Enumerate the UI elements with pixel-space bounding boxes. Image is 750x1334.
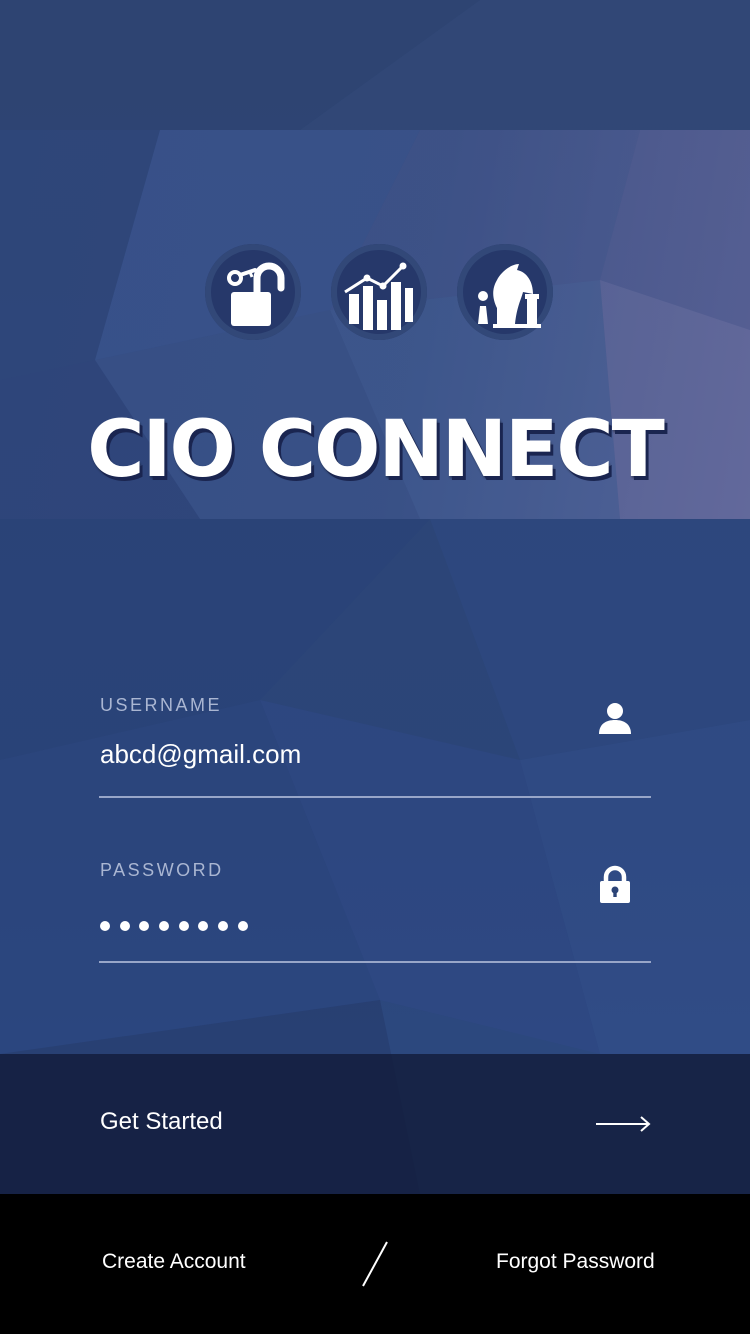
username-input[interactable]: abcd@gmail.com [100, 739, 302, 769]
password-underline [99, 961, 651, 963]
chess-pieces-icon [457, 244, 553, 340]
unlock-key-icon [205, 244, 301, 340]
get-started-label: Get Started [100, 1108, 223, 1135]
arrow-right-icon[interactable] [595, 1116, 651, 1137]
feature-icons [205, 244, 555, 342]
bar-chart-icon [331, 244, 427, 340]
create-account-link[interactable]: Create Account [102, 1250, 246, 1273]
lock-icon [596, 865, 634, 910]
app-title: CIO CONNECT [87, 405, 665, 495]
username-underline [99, 796, 651, 798]
forgot-password-link[interactable]: Forgot Password [496, 1250, 655, 1273]
password-label: PASSWORD [100, 860, 224, 880]
person-icon [596, 700, 634, 741]
divider-slash [360, 1240, 390, 1293]
password-input[interactable] [100, 918, 258, 932]
username-label: USERNAME [100, 695, 223, 715]
